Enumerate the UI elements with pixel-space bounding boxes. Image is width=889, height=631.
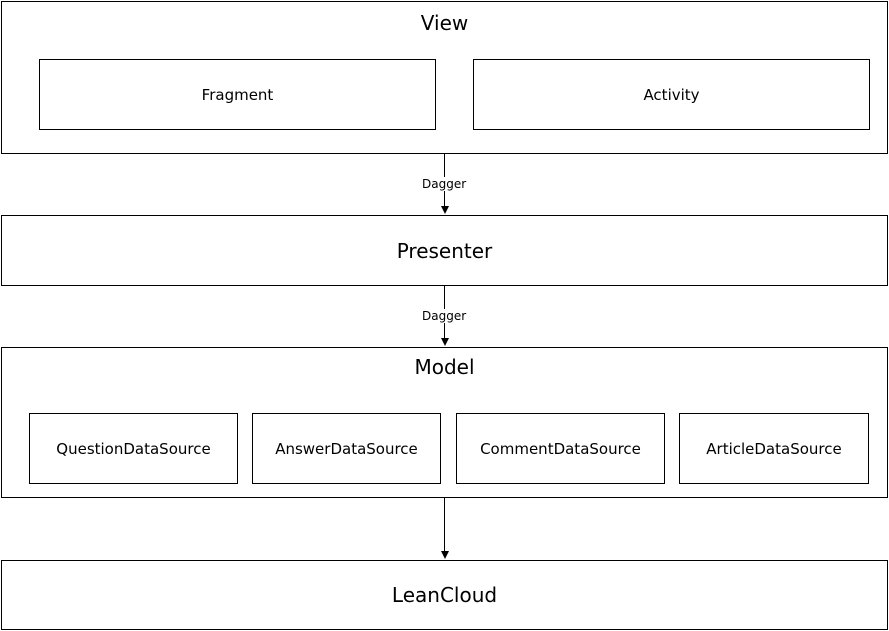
leancloud-layer-title: LeanCloud: [391, 583, 498, 607]
model-to-leancloud-line: [444, 498, 445, 552]
presenter-layer-title: Presenter: [396, 238, 493, 263]
view-layer-title: View: [420, 11, 469, 35]
view-to-presenter-arrowhead: [441, 206, 449, 214]
view-to-presenter-label: Dagger: [420, 177, 469, 191]
presenter-to-model-arrowhead: [441, 338, 449, 346]
activity-box: Activity: [473, 59, 870, 130]
presenter-to-model-label: Dagger: [420, 309, 469, 323]
leancloud-layer: LeanCloud: [1, 560, 888, 630]
question-datasource-box: QuestionDataSource: [29, 413, 238, 484]
article-datasource-box: ArticleDataSource: [679, 413, 869, 484]
answer-datasource-box: AnswerDataSource: [252, 413, 441, 484]
presenter-layer: Presenter: [1, 215, 888, 286]
fragment-box: Fragment: [39, 59, 436, 130]
model-to-leancloud-arrowhead: [441, 551, 449, 559]
model-layer: Model QuestionDataSource AnswerDataSourc…: [1, 347, 888, 498]
view-layer: View Fragment Activity: [1, 1, 888, 154]
model-layer-title: Model: [414, 355, 475, 379]
comment-datasource-box: CommentDataSource: [456, 413, 665, 484]
